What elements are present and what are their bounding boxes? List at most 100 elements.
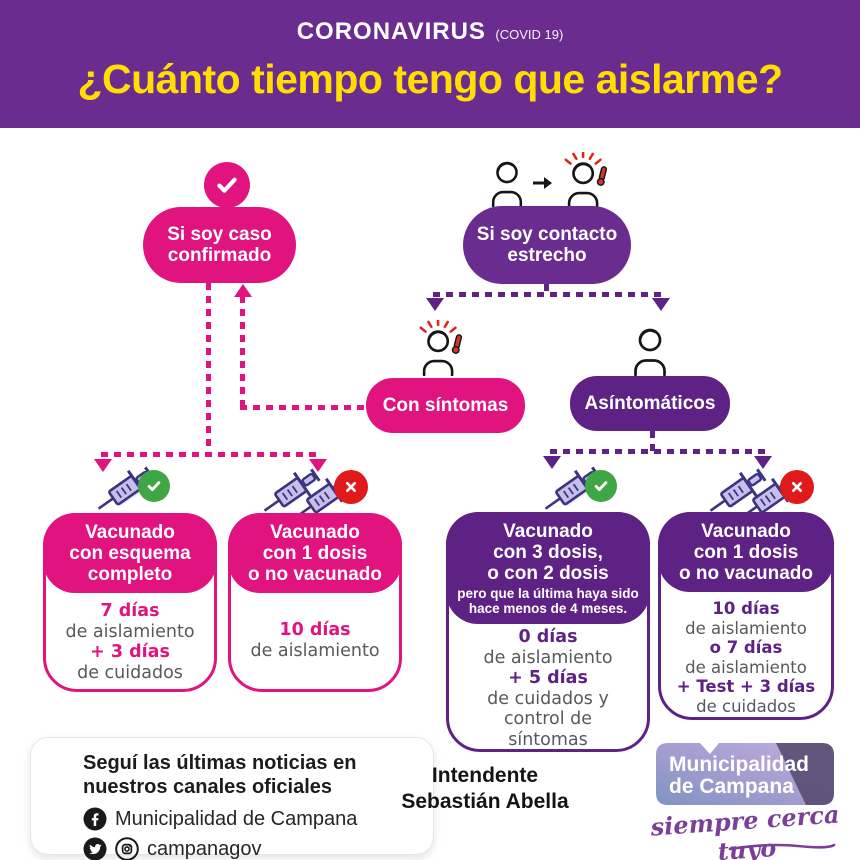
header-line: Vacunado: [85, 522, 175, 543]
body-line: de cuidados y: [487, 688, 609, 709]
body-line: 7 días: [100, 601, 160, 621]
body-line: + 3 días: [90, 642, 170, 662]
body-line: de aislamiento: [250, 640, 380, 661]
social-handle: campanagov: [147, 837, 262, 860]
outcome-threedoses-header: Vacunado con 3 dosis, o con 2 dosis pero…: [446, 512, 650, 624]
node-confirmed-line1: Si soy caso: [167, 224, 272, 245]
header-line: Vacunado: [701, 521, 791, 542]
green-check-icon: [138, 470, 170, 502]
connector-confirmed-split: [101, 452, 321, 457]
node-close-contact: Si soy contacto estrecho: [463, 206, 631, 284]
news-title-line1: Seguí las últimas noticias en: [83, 752, 357, 774]
header-line: Vacunado: [503, 521, 593, 542]
red-cross-icon: [780, 470, 814, 504]
signature-name: Sebastián Abella: [401, 790, 569, 813]
twitter-icon: [83, 837, 107, 860]
body-line: 10 días: [279, 620, 351, 640]
facebook-handle: Municipalidad de Campana: [115, 807, 358, 830]
arrow-to-threedoses: [543, 456, 561, 469]
syringe-not-vaccinated-icon: [698, 458, 828, 524]
social-handles-row: campanagov: [83, 837, 425, 860]
header-line: o no vacunado: [247, 564, 383, 585]
header-line: con esquema: [69, 543, 191, 564]
header-line: completo: [87, 564, 173, 585]
facebook-icon: [83, 807, 107, 831]
facebook-row: Municipalidad de Campana: [83, 807, 425, 831]
outcome-onedose-left-header: Vacunado con 1 dosis o no vacunado: [228, 513, 402, 593]
arrow-to-complete: [94, 459, 112, 472]
outcome-onedose-right-body: 10 días de aislamiento o 7 días de aisla…: [661, 599, 831, 716]
fever-person-icon: [564, 152, 608, 208]
connector-asymptomatic-split: [550, 449, 766, 454]
node-symptoms-label: Con síntomas: [382, 395, 509, 416]
asymptomatic-person-icon: [629, 326, 671, 381]
contact-persons-icon: [487, 152, 615, 208]
outcome-threedoses-box: Vacunado con 3 dosis, o con 2 dosis pero…: [446, 512, 650, 752]
node-confirmed-line2: confirmado: [167, 245, 272, 266]
body-line: de aislamiento: [685, 618, 807, 638]
logo-line2: de Campana: [669, 775, 794, 798]
green-check-icon: [585, 470, 617, 502]
municipality-logo: Municipalidad de Campana: [656, 743, 836, 810]
body-line: síntomas: [508, 729, 588, 750]
mayor-signature: Intendente Sebastián Abella: [372, 763, 598, 815]
header-line: Vacunado: [270, 522, 360, 543]
brand-text: CORONAVIRUS: [296, 18, 486, 45]
covid-tag: (COVID 19): [495, 27, 564, 42]
arrow-to-symptoms: [426, 298, 444, 311]
body-line: 10 días: [712, 599, 780, 618]
transmission-arrow-icon: [533, 177, 552, 189]
connector-asymptomatic-stub: [650, 431, 655, 451]
connector-symptoms-return-h: [240, 405, 366, 410]
person-icon: [491, 161, 523, 208]
header-line: o con 2 dosis: [487, 563, 609, 584]
brand-line: CORONAVIRUS (COVID 19): [0, 18, 860, 46]
connector-confirmed-down: [206, 283, 211, 455]
outcome-complete-body: 7 días de aislamiento + 3 días de cuidad…: [46, 601, 214, 683]
connector-contact-split: [433, 292, 664, 297]
arrow-to-onedose-left: [309, 459, 327, 472]
note-line: pero que la última haya sido: [457, 586, 639, 601]
body-line: de aislamiento: [685, 657, 807, 677]
syringe-vaccinated-icon: [86, 458, 196, 522]
connector-contact-stub: [544, 284, 549, 294]
body-line: de aislamiento: [483, 647, 613, 668]
note-line: hace menos de 4 meses.: [468, 601, 628, 616]
node-asymptomatic-label: Asíntomáticos: [584, 393, 716, 414]
body-line: de cuidados: [696, 696, 796, 716]
official-channels-card: Seguí las últimas noticias en nuestros c…: [30, 737, 434, 860]
syringe-vaccinated-icon: [533, 458, 643, 522]
outcome-complete-header: Vacunado con esquema completo: [43, 513, 217, 593]
header-line: con 3 dosis,: [493, 542, 603, 563]
instagram-icon: [115, 837, 139, 860]
node-contact-line2: estrecho: [507, 245, 587, 266]
header-band: CORONAVIRUS (COVID 19) ¿Cuánto tiempo te…: [0, 0, 860, 128]
header-note: pero que la última haya sido hace menos …: [448, 586, 648, 616]
body-line: + 5 días: [508, 668, 588, 688]
outcome-threedoses-body: 0 días de aislamiento + 5 días de cuidad…: [449, 627, 647, 750]
logo-line1: Municipalidad: [669, 753, 809, 776]
arrow-to-onedose-right: [754, 456, 772, 469]
body-line: de aislamiento: [65, 621, 195, 642]
signature-title: Intendente: [431, 764, 539, 787]
outcome-onedose-left-box: Vacunado con 1 dosis o no vacunado 10 dí…: [228, 513, 402, 692]
body-line: 0 días: [518, 627, 578, 647]
body-line: + Test + 3 días: [676, 677, 816, 696]
outcome-complete-box: Vacunado con esquema completo 7 días de …: [43, 513, 217, 692]
body-line: de cuidados: [77, 662, 183, 683]
news-title-line2: nuestros canales oficiales: [83, 776, 333, 798]
header-line: o no vacunado: [678, 563, 814, 584]
page-title: ¿Cuánto tiempo tengo que aislarme?: [77, 56, 783, 102]
symptoms-fever-person-icon: [412, 318, 470, 381]
arrow-to-asymptomatic: [652, 298, 670, 311]
node-confirmed-case: Si soy caso confirmado: [143, 207, 296, 283]
red-cross-icon: [334, 470, 368, 504]
syringe-not-vaccinated-icon: [252, 458, 382, 524]
node-contact-line1: Si soy contacto: [476, 224, 618, 245]
outcome-onedose-right-header: Vacunado con 1 dosis o no vacunado: [658, 512, 834, 592]
arrow-to-confirmed: [234, 284, 252, 297]
header-line: con 1 dosis: [262, 543, 368, 564]
node-with-symptoms: Con síntomas: [366, 378, 525, 433]
connector-symptoms-return-v: [240, 296, 245, 408]
